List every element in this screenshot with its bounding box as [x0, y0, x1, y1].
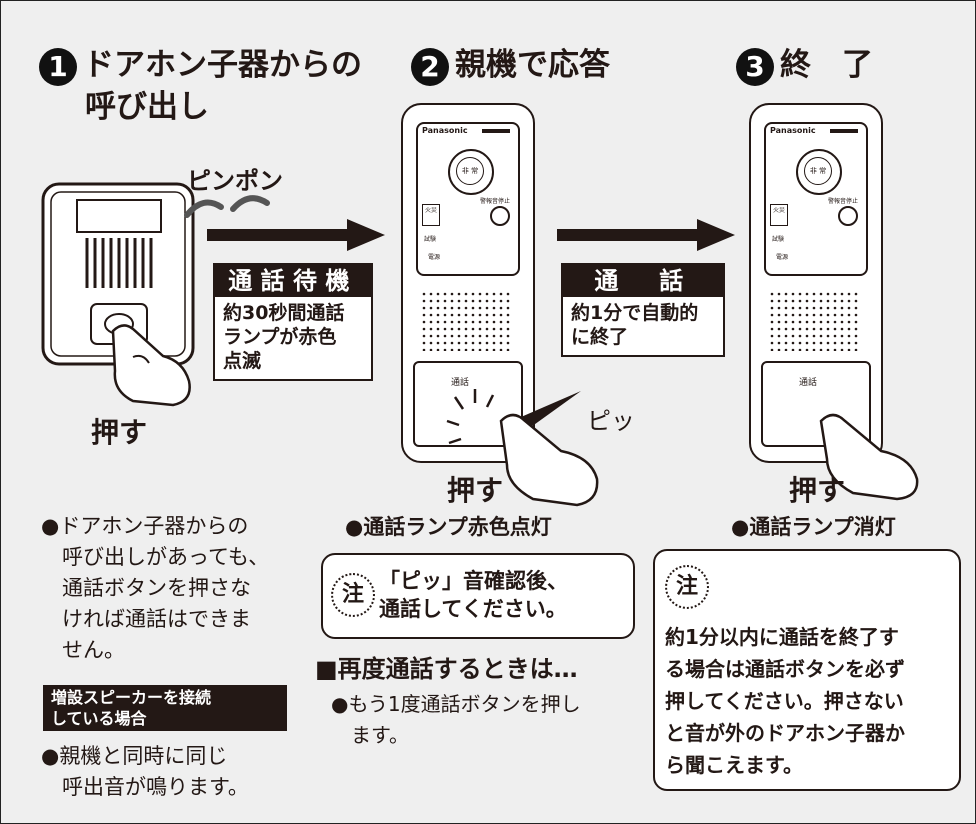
hand-press-end-icon [819, 413, 919, 501]
step3-push-label: 押す [789, 474, 846, 507]
end-call-note-text: 約1分以内に通話を終了す る場合は通話ボタンを必ず 押してください。押さない と… [665, 625, 905, 777]
fire-label: 火災 [424, 207, 437, 214]
indicator-bar-2 [830, 129, 858, 133]
caution-icon-2: 注 [665, 565, 709, 609]
fire-label-2: 火災 [772, 207, 785, 214]
left-note-bullet1: ●ドアホン子器からの 呼び出しがあっても、 通話ボタンを押さな ければ通話はでき… [41, 514, 270, 662]
caution-icon: 注 [331, 573, 375, 617]
step3-status: ●通話ランプ消灯 [731, 515, 896, 539]
talk-panel-body: 約1分で自動的 に終了 [571, 302, 699, 348]
step3-title-text: 終 了 [780, 47, 873, 83]
step2-status: ●通話ランプ赤色点灯 [345, 515, 552, 539]
emergency-label: 非 常 [456, 157, 484, 185]
speaker-grille [421, 291, 511, 351]
power-label: 電源 [428, 254, 441, 261]
standby-panel-body: 約30秒間通話 ランプが赤色 点滅 [223, 302, 345, 372]
chime-sound-text: ピンポン [187, 167, 283, 195]
talk-label: 通話 [451, 378, 470, 388]
master-unit-answer: Panasonic 非 常 警報音停止 火災 試験 電源 通話 [401, 103, 535, 463]
arrow-right-icon [207, 219, 385, 251]
master-unit-control-panel: Panasonic 非 常 警報音停止 火災 試験 電源 [416, 122, 520, 276]
arrow-right-icon-2 [557, 219, 735, 251]
alarm-stop-button-2 [838, 206, 858, 226]
beep-confirm-note: 注 「ピッ」音確認後、 通話してください。 [321, 553, 635, 639]
test-label: 試験 [424, 236, 437, 243]
sound-wave-icon [184, 195, 270, 218]
left-note-bullet2: ●親機と同時に同じ 呼出音が鳴ります。 [41, 744, 249, 799]
step3-number-badge: 3 [736, 47, 774, 86]
alarm-stop-label: 警報音停止 [480, 198, 511, 205]
test-label-2: 試験 [772, 236, 785, 243]
power-label-2: 電源 [776, 254, 789, 261]
talk-button-area-2: 通話 [761, 361, 871, 447]
beep-sound-text: ピッ [587, 407, 635, 435]
fire-indicator-2: 火災 [770, 204, 788, 226]
talk-panel: 通 話 約1分で自動的 に終了 [561, 263, 725, 357]
brand-logo: Panasonic [422, 126, 468, 135]
emergency-button-2: 非 常 [796, 149, 842, 195]
door-station-illustration [41, 182, 195, 366]
redial-body: ●もう1度通話ボタンを押し ます。 [331, 692, 581, 747]
hand-press-beep-icon [446, 389, 599, 507]
emergency-button: 非 常 [448, 149, 494, 195]
indicator-bar [482, 129, 510, 133]
standby-panel: 通話待機 約30秒間通話 ランプが赤色 点滅 [213, 263, 373, 381]
talk-label-2: 通話 [799, 378, 818, 388]
talk-panel-header: 通 話 [563, 265, 723, 297]
step2-title-text: 親機で応答 [455, 47, 610, 83]
speaker-grille-2 [769, 291, 859, 351]
step1-title-line2: 呼び出し [85, 89, 209, 125]
end-call-note: 注 約1分以内に通話を終了す る場合は通話ボタンを必ず 押してください。押さない… [653, 549, 961, 791]
step2-push-label: 押す [447, 474, 504, 507]
alarm-stop-label-2: 警報音停止 [828, 198, 859, 205]
master-unit-control-panel-2: Panasonic 非 常 警報音停止 火災 試験 電源 [764, 122, 868, 276]
master-unit-end: Panasonic 非 常 警報音停止 火災 試験 電源 通話 [749, 103, 883, 463]
speaker-condition-tag: 増設スピーカーを接続 している場合 [43, 685, 287, 731]
standby-panel-header: 通話待機 [215, 265, 371, 297]
emergency-label-2: 非 常 [804, 157, 832, 185]
fire-indicator: 火災 [422, 204, 440, 226]
step2-number-badge: 2 [411, 47, 449, 86]
step1-number-badge: 1 [39, 47, 77, 86]
step1-push-label: 押す [91, 416, 148, 449]
hand-press-icon [111, 324, 191, 407]
beep-confirm-text: 「ピッ」音確認後、 通話してください。 [379, 569, 568, 621]
step1-title-line1: ドアホン子器からの [83, 47, 362, 83]
brand-logo-2: Panasonic [770, 126, 816, 135]
redial-heading: ■再度通話するときは… [315, 655, 578, 683]
alarm-stop-button [490, 206, 510, 226]
talk-button-area: 通話 [413, 361, 523, 447]
